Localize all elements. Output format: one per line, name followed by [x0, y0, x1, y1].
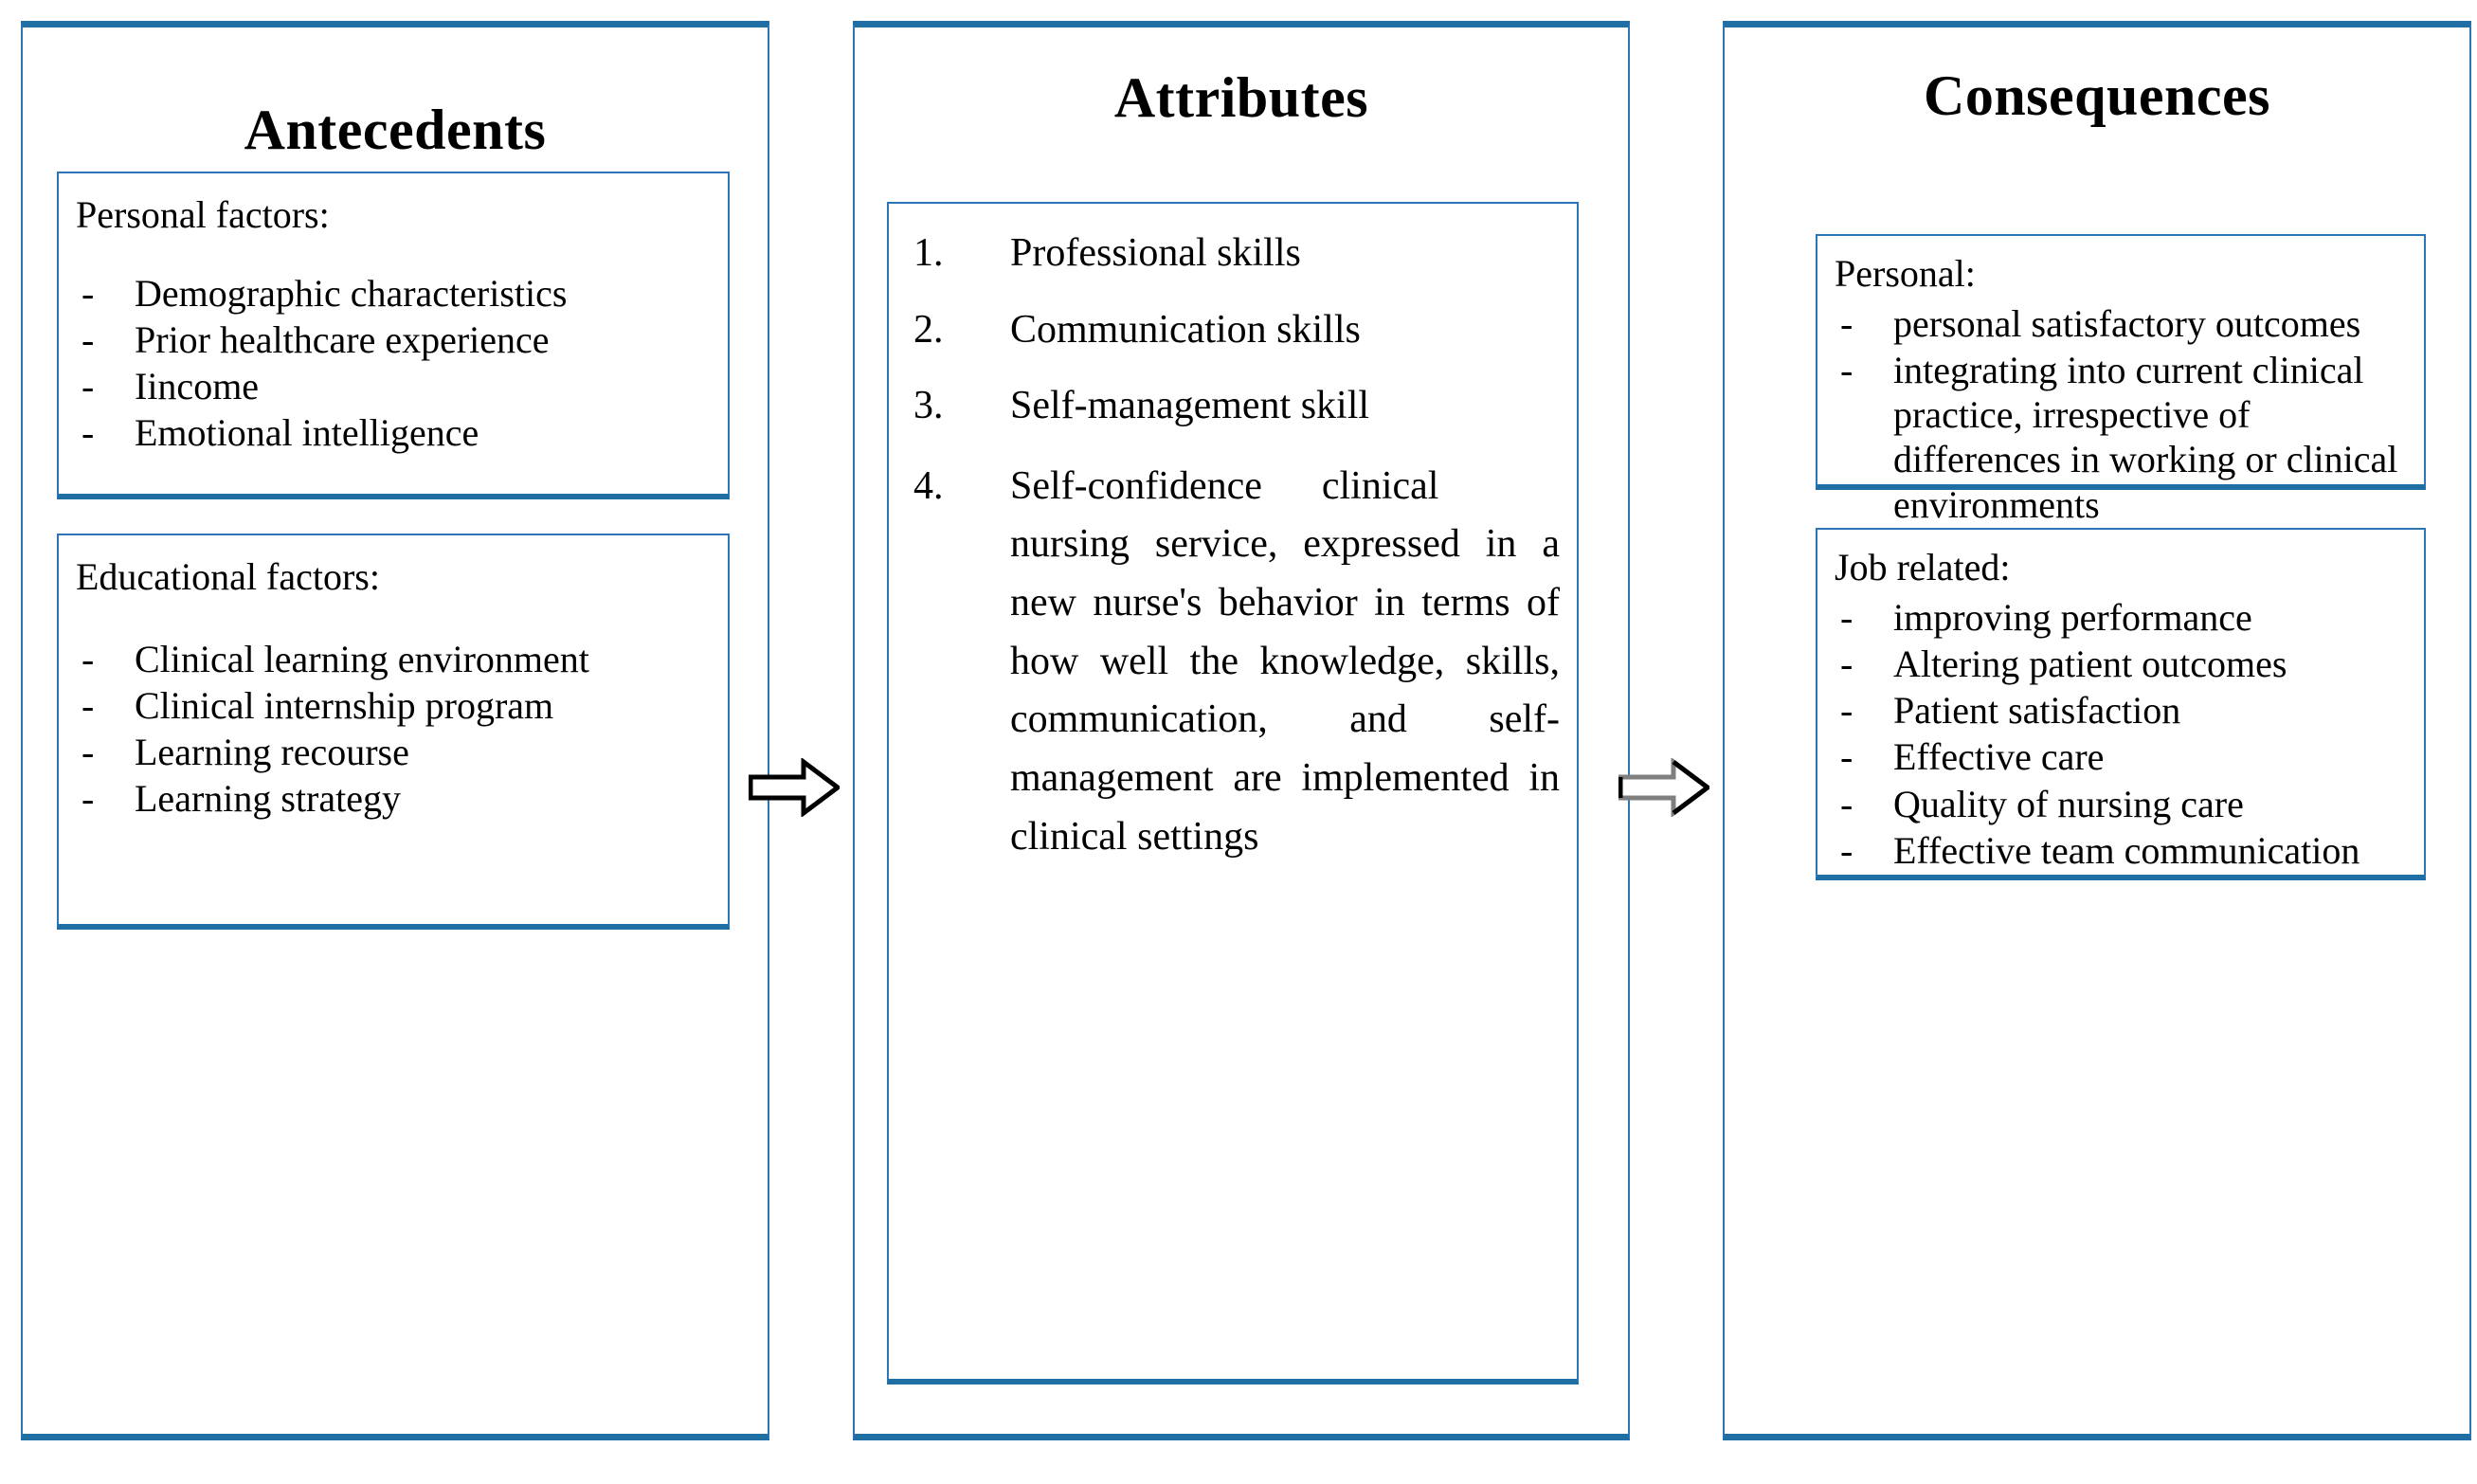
personal-consequences-heading: Personal:: [1835, 252, 1976, 295]
list-item-label: improving performance: [1893, 595, 2252, 639]
dash-bullet: -: [81, 683, 95, 727]
educational-factors-box: Educational factors: - Clinical learning…: [57, 534, 730, 930]
list-item: 3. Self-management skill: [906, 381, 1560, 431]
list-item-label: integrating into current clinical practi…: [1893, 348, 2398, 526]
dash-bullet: -: [81, 731, 95, 774]
list-item-label: Effective care: [1893, 735, 2105, 779]
dash-bullet: -: [1840, 301, 1853, 345]
list-item-label: Patient satisfaction: [1893, 689, 2181, 733]
arrow-right-icon: [749, 758, 840, 817]
dash-bullet: -: [1840, 735, 1853, 779]
list-item-number: 4.: [913, 463, 944, 508]
personal-factors-heading: Personal factors:: [76, 193, 330, 236]
list-item: - Effective care: [1835, 734, 2407, 779]
dash-bullet: -: [1840, 642, 1853, 685]
list-item-first-line: Self-confidence clinical: [1010, 463, 1439, 508]
list-item-label: personal satisfactory outcomes: [1893, 301, 2361, 345]
list-item-label: nursing service, expressed in a new nurs…: [1010, 522, 1560, 859]
list-item-label: Prior healthcare experience: [135, 317, 550, 361]
list-item: - Effective team communication: [1835, 828, 2407, 873]
attributes-box: 1. Professional skills 2. Communication …: [887, 202, 1579, 1384]
dash-bullet: -: [1840, 348, 1853, 391]
personal-factors-box: Personal factors: - Demographic characte…: [57, 172, 730, 499]
list-item: - Quality of nursing care: [1835, 782, 2407, 826]
list-item: - Altering patient outcomes: [1835, 642, 2407, 686]
attributes-list: 1. Professional skills 2. Communication …: [906, 228, 1560, 867]
dash-bullet: -: [1840, 595, 1853, 639]
list-item-label: Altering patient outcomes: [1893, 642, 2287, 685]
dash-bullet: -: [81, 637, 95, 680]
list-item-label: Iincome: [135, 365, 260, 408]
list-item-label: Clinical learning environment: [135, 637, 589, 680]
list-item: 2. Communication skills: [906, 305, 1560, 355]
list-item-label: Learning recourse: [135, 731, 409, 774]
attributes-title: Attributes: [1113, 66, 1369, 129]
attributes-column: Attributes 1. Professional skills 2. Com…: [853, 21, 1630, 1440]
list-item: - improving performance: [1835, 595, 2407, 640]
list-item: - Prior healthcare experience: [76, 317, 711, 362]
personal-factors-list: - Demographic characteristics - Prior he…: [76, 271, 711, 456]
dash-bullet: -: [1840, 828, 1853, 872]
dash-bullet: -: [81, 411, 95, 455]
list-item-label: Communication skills: [1010, 307, 1361, 352]
consequences-column: Consequences Personal: - personal satisf…: [1723, 21, 2471, 1440]
personal-consequences-box: Personal: - personal satisfactory outcom…: [1816, 234, 2426, 526]
list-item-number: 3.: [913, 384, 944, 427]
list-item-label: Professional skills: [1010, 231, 1301, 275]
list-item-label: Emotional intelligence: [135, 411, 479, 455]
list-item: - Clinical internship program: [76, 683, 711, 728]
list-item: 1. Professional skills: [906, 228, 1560, 279]
list-item-number: 1.: [913, 231, 944, 275]
job-related-heading: Job related:: [1835, 546, 2011, 588]
dash-bullet: -: [81, 317, 95, 361]
dash-bullet: -: [1840, 689, 1853, 733]
dash-bullet: -: [81, 365, 95, 408]
dash-bullet: -: [81, 271, 95, 315]
list-item-label: Effective team communication: [1893, 828, 2360, 872]
arrow-right-icon: [1618, 758, 1709, 817]
list-item: - Patient satisfaction: [1835, 688, 2407, 733]
list-item-label: Demographic characteristics: [135, 271, 568, 315]
job-related-consequences-box: Job related: - improving performance - A…: [1816, 528, 2426, 880]
antecedents-title: Antecedents: [244, 99, 547, 161]
list-item-label: Quality of nursing care: [1893, 782, 2244, 825]
list-item-label: Clinical internship program: [135, 683, 554, 727]
list-item: - personal satisfactory outcomes: [1835, 301, 2407, 346]
educational-factors-heading: Educational factors:: [76, 555, 380, 598]
list-item: - Iincome: [76, 364, 711, 408]
list-item-label: Self-management skill: [1010, 384, 1370, 427]
list-item: - Demographic characteristics: [76, 271, 711, 316]
list-item: - Learning strategy: [76, 776, 711, 821]
consequences-title: Consequences: [1923, 64, 2271, 127]
list-item: - Clinical learning environment: [76, 637, 711, 681]
job-related-list: - improving performance - Altering patie…: [1835, 595, 2407, 873]
list-item-label: Learning strategy: [135, 777, 401, 821]
educational-factors-list: - Clinical learning environment - Clinic…: [76, 637, 711, 822]
list-item: - Emotional intelligence: [76, 410, 711, 455]
antecedents-column: Antecedents Personal factors: - Demograp…: [21, 21, 769, 1440]
personal-consequences-list: - personal satisfactory outcomes - integ…: [1835, 301, 2407, 527]
dash-bullet: -: [81, 777, 95, 821]
list-item-number: 2.: [913, 307, 944, 352]
list-item: - Learning recourse: [76, 730, 711, 774]
dash-bullet: -: [1840, 782, 1853, 825]
list-item: - integrating into current clinical prac…: [1835, 348, 2407, 527]
list-item: 4. Self-confidence clinical nursing serv…: [906, 458, 1560, 867]
